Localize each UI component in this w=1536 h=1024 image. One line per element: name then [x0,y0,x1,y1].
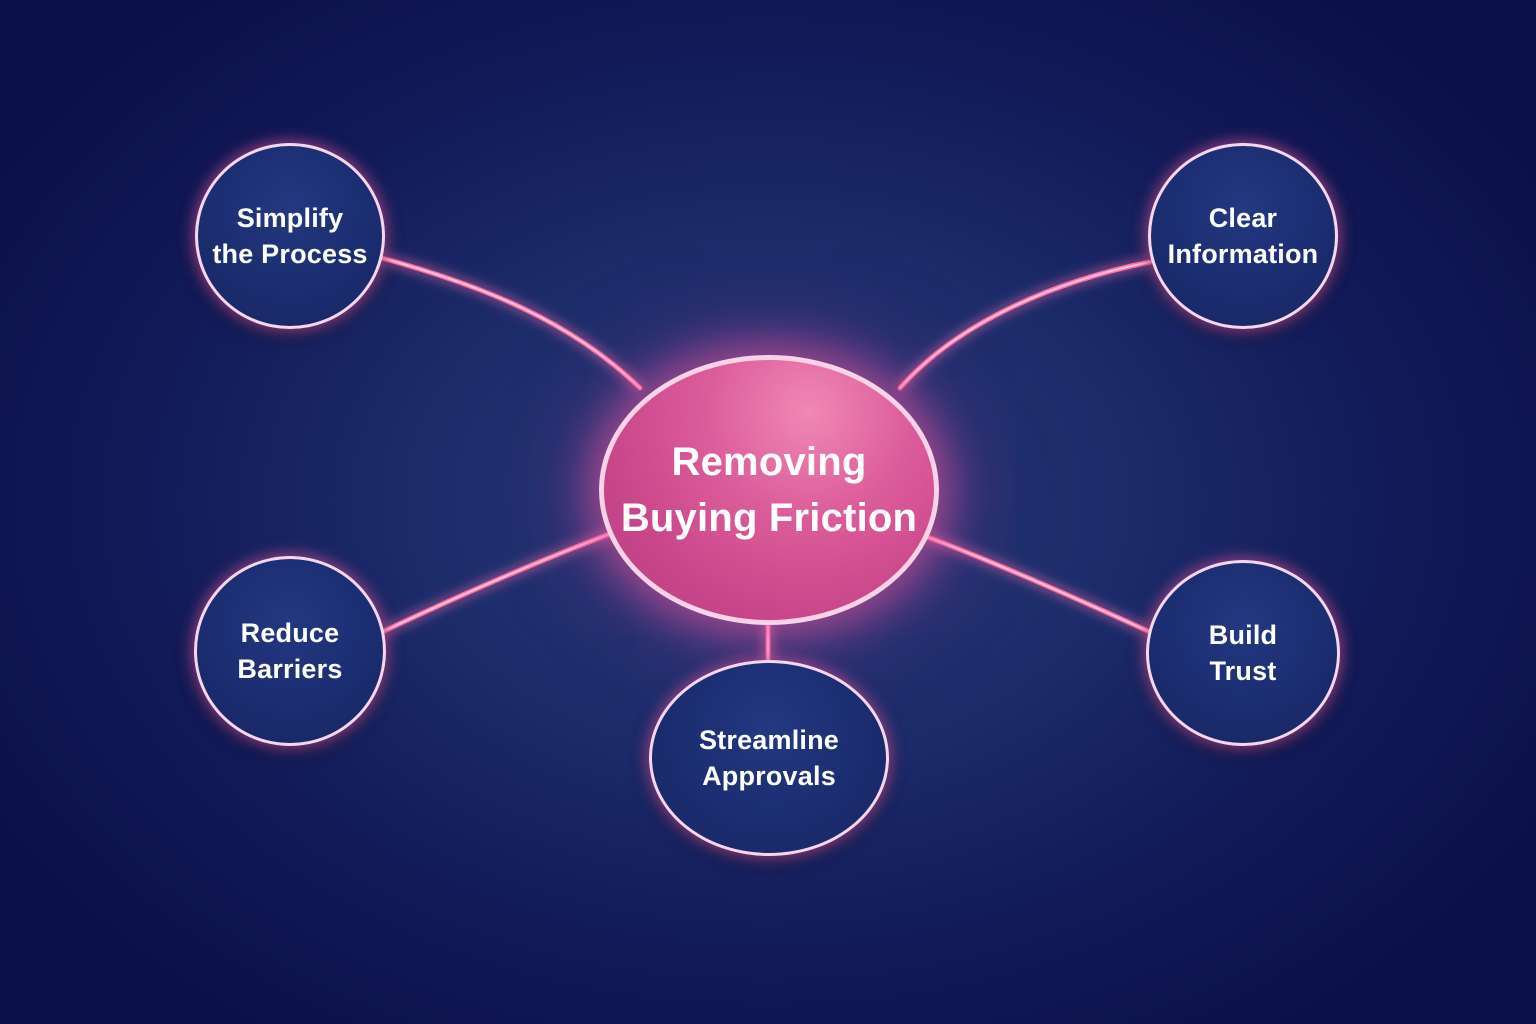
node-label-line-1: Simplify [236,203,344,233]
node-streamline-approvals: Streamline Approvals [649,660,889,856]
central-node-title-line-2: Buying Friction [620,496,918,540]
connector-simplify [379,255,643,391]
connector-clear-information [897,259,1153,391]
connector-reduce-barriers [379,529,618,635]
central-node-title-line-1: Removing [671,440,867,484]
node-label-line-1: Streamline [698,725,840,755]
node-label-line-2: Barriers [237,654,343,684]
node-label-line-1: Reduce [240,618,340,648]
node-reduce-barriers: Reduce Barriers [194,556,386,746]
node-label-line-2: the Process [212,239,368,269]
node-build-trust: Build Trust [1146,560,1340,746]
node-label-line-2: Approvals [702,761,836,791]
node-label-line-1: Clear [1208,203,1278,233]
node-label-line-1: Build [1208,620,1278,650]
central-node: Removing Buying Friction [599,355,939,625]
node-label-line-2: Trust [1209,656,1277,686]
node-label-line-2: Information [1167,239,1319,269]
node-clear-information: Clear Information [1148,143,1338,329]
node-simplify-the-process: Simplify the Process [195,143,385,329]
